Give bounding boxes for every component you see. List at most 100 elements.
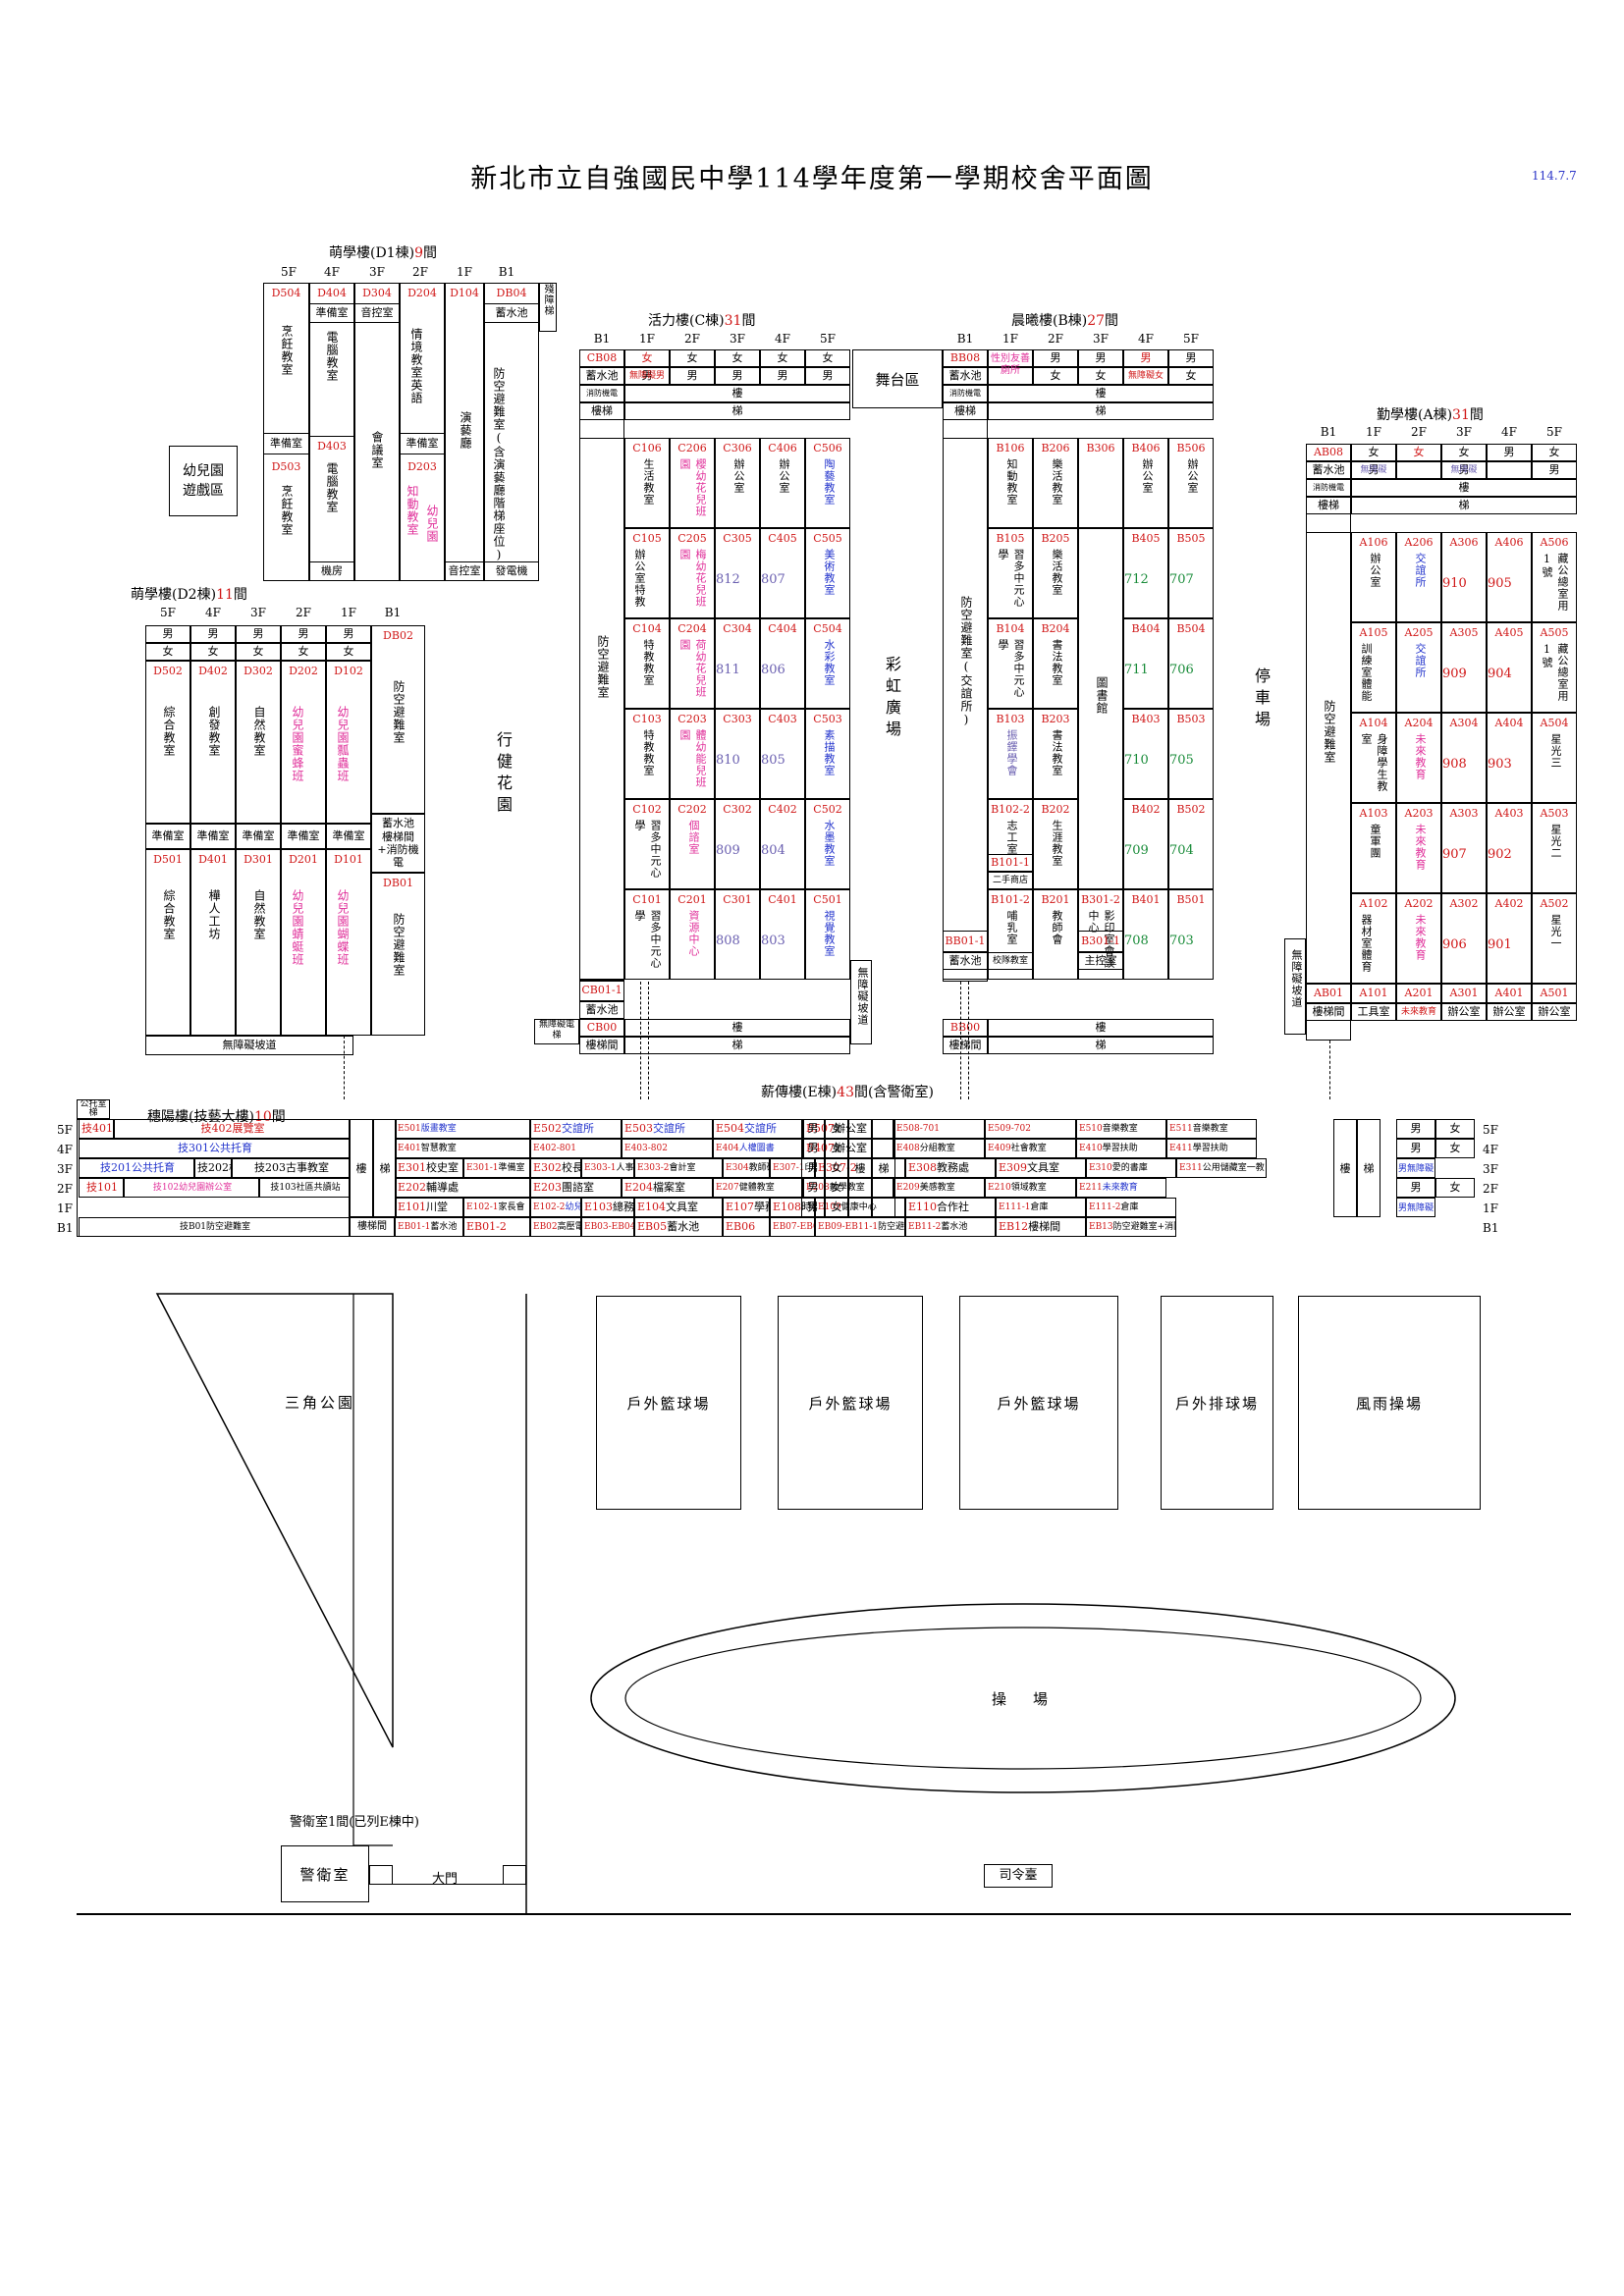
tech-room: 技203古事教室 xyxy=(232,1158,350,1178)
e-restroom-f2: 女 xyxy=(1435,1139,1475,1158)
e-room-5f: E501版畫教室 xyxy=(395,1119,530,1139)
e-room-3f: E308教務處 xyxy=(905,1158,996,1178)
e-room-b1: EB06 xyxy=(723,1217,770,1237)
e-stairwell: 梯 xyxy=(872,1119,895,1217)
a-header-cell: 男 xyxy=(1532,461,1577,479)
e-room-5f: E510音樂教室 xyxy=(1076,1119,1166,1139)
room-d204[interactable]: D204 情境教室英語 準備室 D203 知動教室 幼兒園 xyxy=(400,283,445,581)
b-bb00: BB00 xyxy=(943,1019,988,1037)
e-room-1f: E111-1倉庫 xyxy=(996,1198,1086,1217)
room-b306: B306 xyxy=(1078,438,1123,528)
e-restroom-f: 女 xyxy=(825,1158,848,1178)
room-d504[interactable]: D504 烹飪教室 準備室 D503 烹飪教室 xyxy=(263,283,309,581)
covered-walkway-line xyxy=(968,982,969,1099)
basketball-court-1: 戶外籃球場 xyxy=(596,1296,741,1510)
e-floor-label-right: 3F xyxy=(1483,1162,1498,1176)
a-accessible-ramp: 無障礙坡道 xyxy=(1284,938,1306,1035)
tech-room: 技102幼兒園辦公室 xyxy=(124,1178,259,1198)
triangle-park-label: 三角公園 xyxy=(285,1394,356,1412)
b-accessible-restroom: 無障礙女 xyxy=(1123,367,1168,385)
c-header-cell: 樓 xyxy=(624,385,850,402)
c-header-cell: 女 xyxy=(760,349,805,367)
room-d304[interactable]: D304 音控室 會議室 xyxy=(354,283,400,581)
e-restroom-m: 男 xyxy=(801,1178,825,1198)
a-ground-room: 辦公室 xyxy=(1532,1003,1577,1021)
kindergarten-playground: 幼兒園遊戲區 xyxy=(169,446,238,516)
tech-room: 技401準備室 xyxy=(79,1119,114,1139)
c-header-cell: 男 xyxy=(760,367,805,385)
e-restroom-m2: 男無障礙女 xyxy=(1396,1158,1435,1178)
a-acc-1: 無障礙 xyxy=(1351,461,1396,479)
d1-floor-labels: 5F 4F 3F 2F 1F B1 xyxy=(281,265,515,279)
e-restroom-m2: 男 xyxy=(1396,1119,1435,1139)
b-water-tank: 蓄水池 xyxy=(943,952,988,970)
d2-prep-room: 準備室 xyxy=(281,824,326,849)
track-inner xyxy=(624,1627,1422,1770)
room-d404[interactable]: D404 準備室 電腦教室 D403 電腦教室 機房 xyxy=(309,283,354,581)
e-room-3f: E311公用儲藏室一教 xyxy=(1176,1158,1267,1178)
a-header-cell xyxy=(1487,461,1532,479)
c-header-cell: 樓梯 xyxy=(579,402,624,420)
c-accessible-lift: 無障礙電梯 xyxy=(534,1019,579,1044)
e-room-4f: E402-801 xyxy=(530,1139,622,1158)
a-header-cell: AB08 xyxy=(1306,444,1351,461)
b-team-room: 校隊教室 xyxy=(988,952,1033,970)
guard-room: 警衛室 xyxy=(281,1845,369,1902)
a-header-cell: 男 xyxy=(1487,444,1532,461)
e-restroom-m: 男 xyxy=(801,1139,825,1158)
room-b301-1: B301-1 xyxy=(1078,931,1123,952)
room-b101-1: B101-1 xyxy=(988,854,1033,872)
e-room-3f: E304教師研習中心 xyxy=(723,1158,770,1178)
room-db04[interactable]: DB04 蓄水池 防空避難室(含演藝廳階梯座位) 發電機 xyxy=(484,283,539,581)
e-restroom-m2: 男無障礙女 xyxy=(1396,1198,1435,1217)
e-floor-label-left: 1F xyxy=(57,1201,73,1215)
e-room-b1: EB03-EB04防空避難室 xyxy=(581,1217,634,1237)
a-header-cell: 梯 xyxy=(1351,497,1577,514)
tech-room: 技103社區共讀站 xyxy=(259,1178,350,1198)
c-cb00: CB00 xyxy=(579,1019,624,1037)
d2-restroom-female: 女 xyxy=(145,643,190,661)
room-d104[interactable]: D104 演藝廳 音控室 xyxy=(445,283,484,581)
gate-line xyxy=(393,1884,503,1885)
c-header-cell: 女 xyxy=(715,349,760,367)
b-second-hand-shop: 二手商店 xyxy=(988,872,1033,889)
b-header-cell: 男 xyxy=(1078,349,1123,367)
c-header-cell: 女 xyxy=(805,349,850,367)
e-room-4f: E410學習扶助 xyxy=(1076,1139,1166,1158)
covered-walkway-line xyxy=(344,1036,345,1099)
e-stairwell: 樓 xyxy=(350,1119,373,1217)
e-room-b1: EB05蓄水池 xyxy=(634,1217,723,1237)
e-room-5f: E511音樂教室 xyxy=(1166,1119,1257,1139)
e-room-1f: E111-2倉庫 xyxy=(1086,1198,1176,1217)
e-room-3f: E302校長室 xyxy=(530,1158,581,1178)
c-shelter: 防空避難室 xyxy=(579,438,624,980)
d1-building-title: 萌學樓(D1棟)9間 xyxy=(329,245,437,261)
b-header-cell: 女 xyxy=(1033,367,1078,385)
